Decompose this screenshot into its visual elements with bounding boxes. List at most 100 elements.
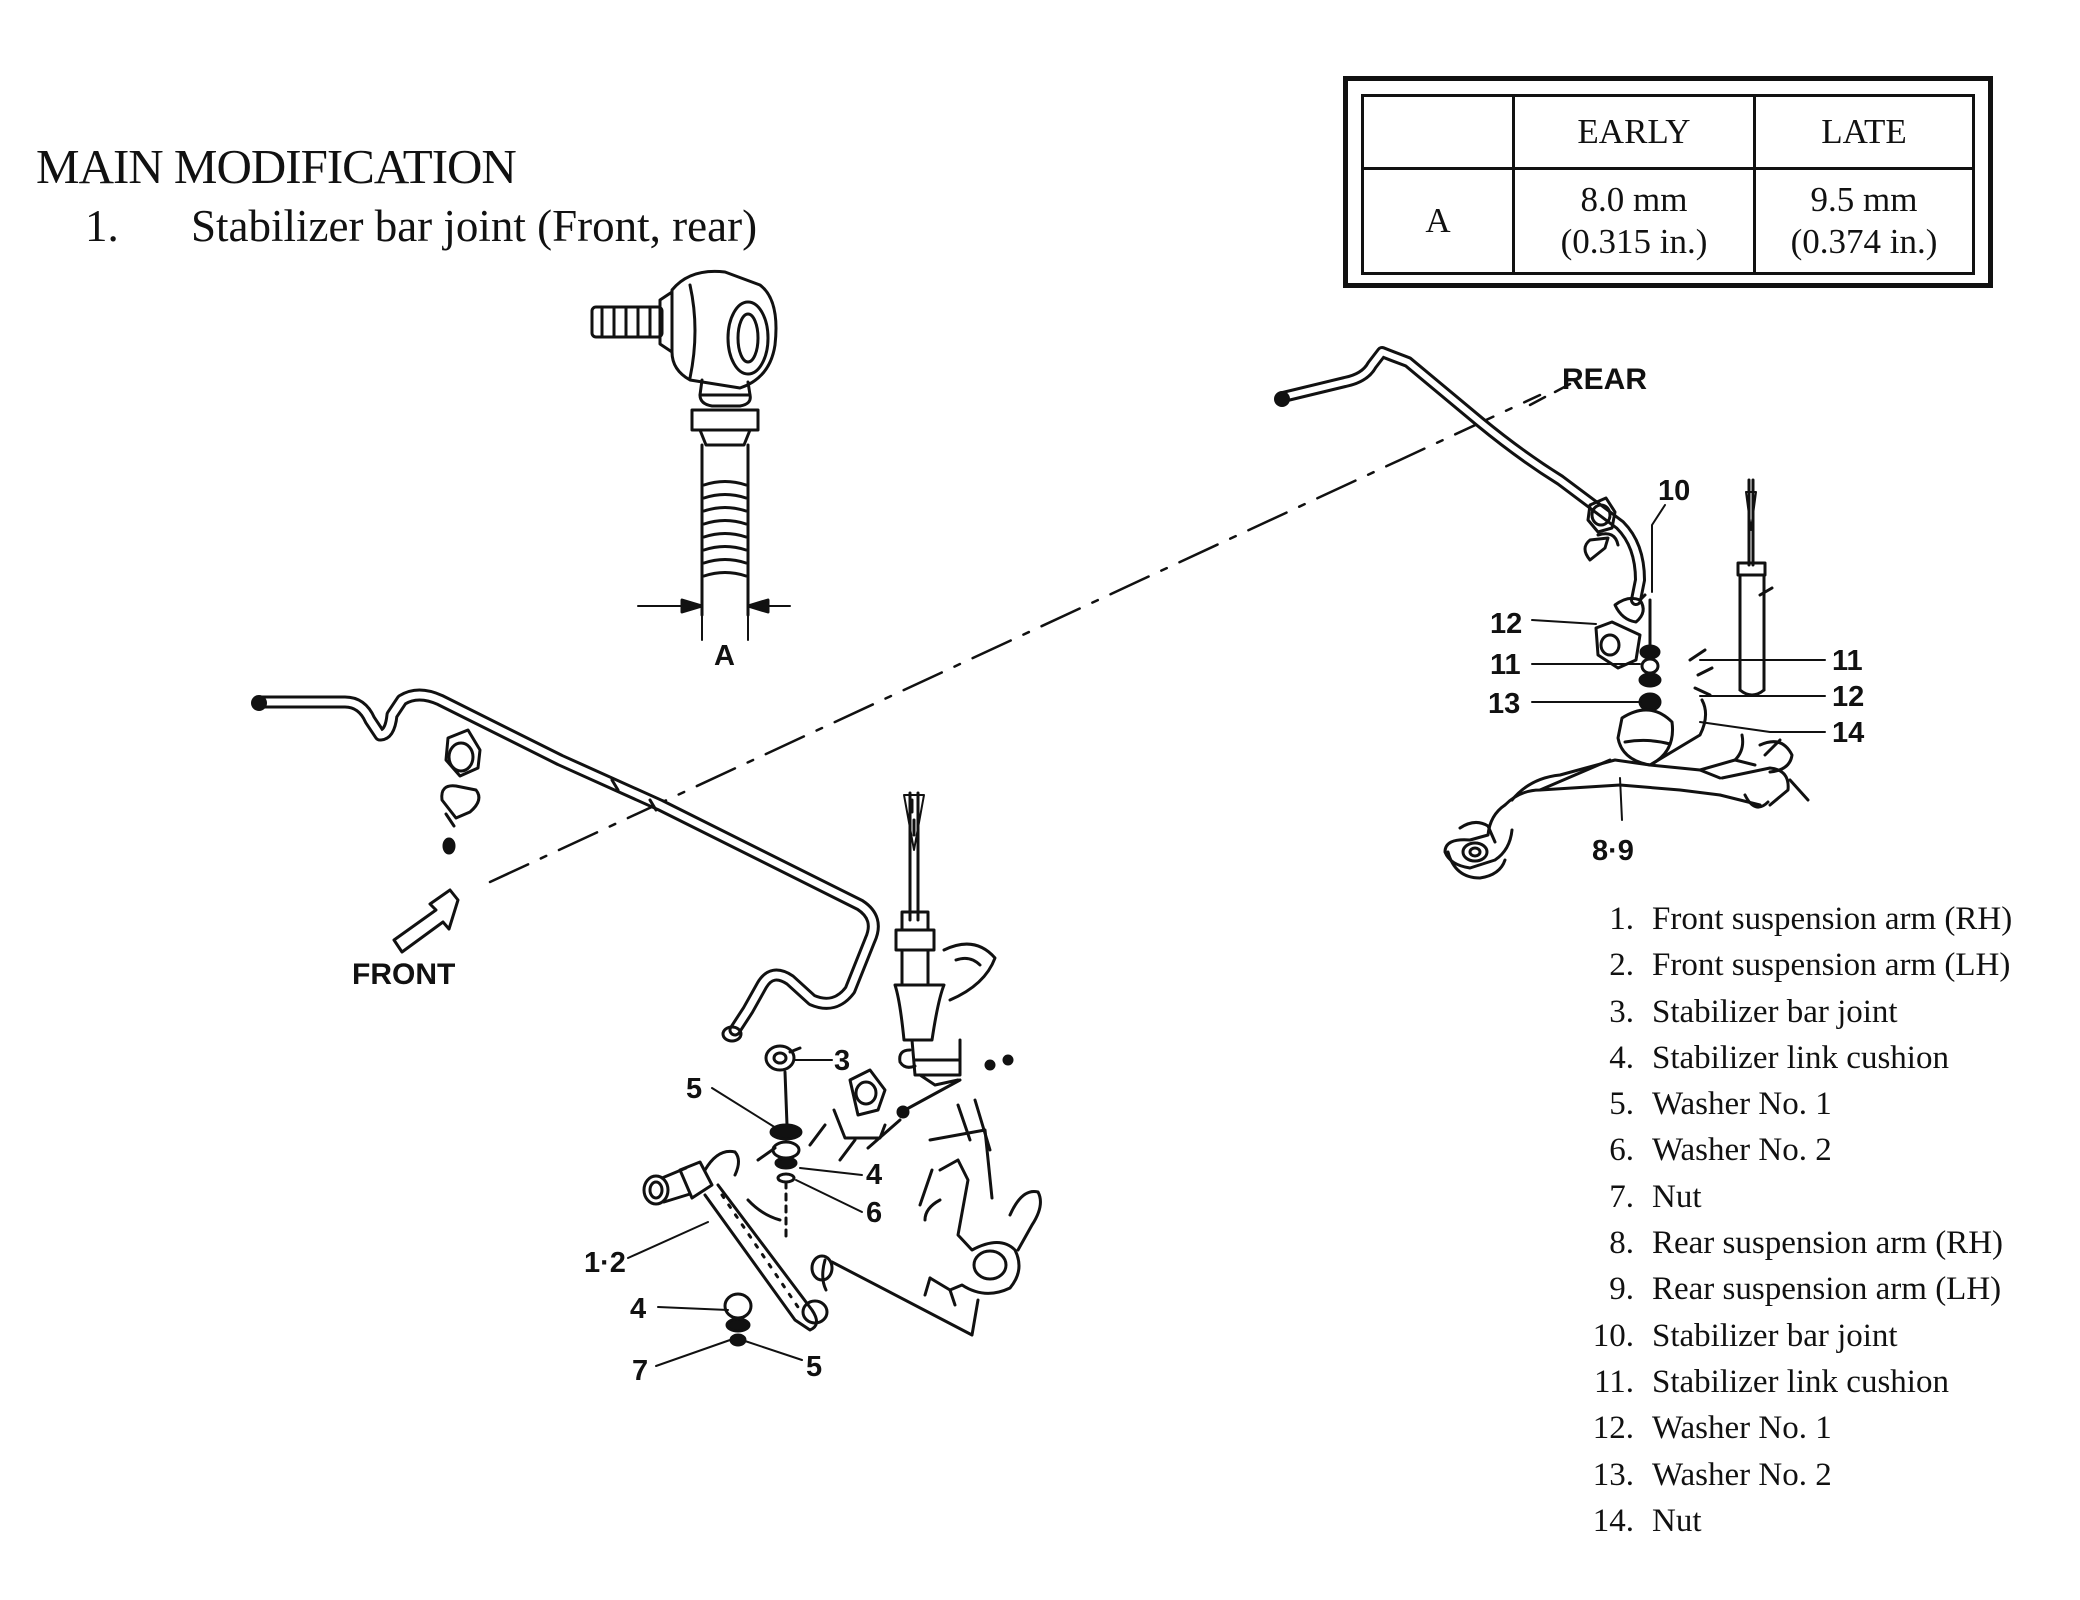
- spec-header-late: LATE: [1753, 94, 1975, 170]
- legend-text: Washer No. 1: [1652, 1410, 1832, 1447]
- spec-late-in: (0.374 in.): [1790, 222, 1938, 261]
- legend-item: 14. Nut: [1548, 1498, 2012, 1544]
- legend-number: 4.: [1609, 1039, 1634, 1076]
- legend-number: 2.: [1609, 947, 1634, 984]
- spec-early-in: (0.315 in.): [1560, 222, 1708, 261]
- legend-text: Nut: [1652, 1502, 1702, 1539]
- callout-6: 6: [866, 1197, 882, 1229]
- legend-text: Washer No. 2: [1652, 1456, 1832, 1493]
- spec-late-mm: 9.5 mm: [1810, 180, 1918, 219]
- legend-number: 14.: [1592, 1502, 1634, 1539]
- legend-item: 8. Rear suspension arm (RH): [1548, 1220, 2012, 1266]
- dimension-label: A: [714, 640, 735, 672]
- legend-number: 7.: [1609, 1178, 1634, 1215]
- spec-row-label: A: [1361, 167, 1515, 275]
- spec-table: EARLY LATE A 8.0 mm (0.315 in.) 9.5 mm (…: [1361, 94, 1975, 275]
- callout-4-lower: 4: [630, 1293, 646, 1325]
- legend-item: 9. Rear suspension arm (LH): [1548, 1266, 2012, 1312]
- legend-number: 8.: [1609, 1225, 1634, 1262]
- legend-item: 7. Nut: [1548, 1174, 2012, 1220]
- spec-table-frame: EARLY LATE A 8.0 mm (0.315 in.) 9.5 mm (…: [1343, 76, 1993, 288]
- front-bushing-bracket: [440, 728, 482, 855]
- section-title: Stabilizer bar joint (Front, rear): [191, 201, 758, 251]
- legend-item: 10. Stabilizer bar joint: [1548, 1313, 2012, 1359]
- rear-link-assembly: [1594, 598, 1662, 712]
- legend-item: 3. Stabilizer bar joint: [1548, 989, 2012, 1035]
- legend-item: 11. Stabilizer link cushion: [1548, 1359, 2012, 1405]
- legend-item: 1. Front suspension arm (RH): [1548, 896, 2012, 942]
- legend-number: 1.: [1609, 901, 1634, 937]
- callout-11: 11: [1490, 649, 1521, 681]
- spec-table-row: A 8.0 mm (0.315 in.) 9.5 mm (0.374 in.): [1361, 167, 1975, 275]
- callout-14: 14: [1832, 717, 1864, 749]
- callout-5-lower: 5: [806, 1351, 822, 1383]
- section-heading: 1. Stabilizer bar joint (Front, rear): [85, 200, 757, 252]
- legend-text: Stabilizer bar joint: [1652, 1317, 1898, 1354]
- callout-11-right: 11: [1832, 645, 1863, 677]
- legend-number: 9.: [1609, 1271, 1634, 1308]
- centre-line: [488, 393, 1542, 884]
- rear-leader-lines: [1531, 504, 1826, 821]
- front-callouts: 3 5 4 6 1·2 4 7 5: [584, 1045, 882, 1387]
- legend-text: Stabilizer link cushion: [1652, 1363, 1949, 1400]
- callout-3: 3: [834, 1045, 850, 1077]
- legend-text: Washer No. 2: [1652, 1132, 1832, 1169]
- legend-number: 6.: [1609, 1132, 1634, 1169]
- callout-12: 12: [1490, 608, 1522, 640]
- section-number: 1.: [85, 201, 119, 251]
- callout-5: 5: [686, 1073, 702, 1105]
- front-strut: [893, 791, 1014, 1119]
- front-suspension-arm: [642, 1149, 834, 1332]
- legend-text: Stabilizer bar joint: [1652, 993, 1898, 1030]
- spec-table-header-row: EARLY LATE: [1361, 94, 1975, 170]
- callout-7: 7: [632, 1355, 648, 1387]
- legend-text: Rear suspension arm (LH): [1652, 1271, 2002, 1308]
- legend-item: 2. Front suspension arm (LH): [1548, 942, 2012, 988]
- legend-text: Front suspension arm (LH): [1652, 947, 2011, 984]
- callout-13: 13: [1488, 688, 1520, 720]
- page-title: MAIN MODIFICATION: [36, 139, 517, 194]
- callout-10: 10: [1658, 475, 1690, 507]
- callout-12-right: 12: [1832, 681, 1864, 713]
- front-link-assembly: [723, 1044, 994, 1347]
- front-stabilizer-bar: [251, 688, 880, 1043]
- legend-number: 13.: [1592, 1456, 1634, 1493]
- spec-early-mm: 8.0 mm: [1580, 180, 1688, 219]
- legend-text: Rear suspension arm (RH): [1652, 1225, 2004, 1262]
- legend-text: Front suspension arm (RH): [1652, 901, 2013, 937]
- legend-text: Nut: [1652, 1178, 1702, 1215]
- front-knuckle: [918, 1158, 1042, 1307]
- rear-suspension-arm: [1443, 648, 1810, 880]
- rear-stabilizer-bar: [1274, 346, 1647, 624]
- spec-early-cell: 8.0 mm (0.315 in.): [1512, 167, 1756, 275]
- legend-item: 6. Washer No. 2: [1548, 1127, 2012, 1173]
- legend-item: 4. Stabilizer link cushion: [1548, 1035, 2012, 1081]
- front-label: FRONT: [352, 958, 455, 991]
- rear-strut: [1736, 478, 1774, 697]
- legend-item: 13. Washer No. 2: [1548, 1452, 2012, 1498]
- stabilizer-joint-detail: A: [590, 269, 791, 672]
- legend-number: 12.: [1592, 1410, 1634, 1447]
- parts-legend: 1. Front suspension arm (RH) 2. Front susp…: [1548, 896, 2012, 1544]
- legend-number: 11.: [1593, 1363, 1634, 1400]
- front-arrow-icon: [392, 888, 460, 954]
- rear-callouts: 10 12 11 13 11 12 14 8·9: [1488, 475, 1864, 867]
- legend-number: 3.: [1609, 993, 1634, 1030]
- spec-header-blank: [1361, 94, 1515, 170]
- callout-4: 4: [866, 1159, 882, 1191]
- callout-8-9: 8·9: [1592, 835, 1634, 867]
- rear-label: REAR: [1562, 363, 1647, 396]
- legend-text: Stabilizer link cushion: [1652, 1039, 1949, 1076]
- rear-label-line: [1528, 382, 1572, 407]
- spec-late-cell: 9.5 mm (0.374 in.): [1753, 167, 1975, 275]
- rear-bushing-bracket: [1583, 496, 1620, 562]
- callout-1-2: 1·2: [584, 1247, 626, 1279]
- legend-item: 5. Washer No. 1: [1548, 1081, 2012, 1127]
- legend-text: Washer No. 1: [1652, 1086, 1832, 1123]
- legend-number: 10.: [1592, 1317, 1634, 1354]
- front-leader-lines: [627, 1059, 863, 1367]
- legend-number: 5.: [1609, 1086, 1634, 1123]
- legend-item: 12. Washer No. 1: [1548, 1405, 2012, 1451]
- spec-header-early: EARLY: [1512, 94, 1756, 170]
